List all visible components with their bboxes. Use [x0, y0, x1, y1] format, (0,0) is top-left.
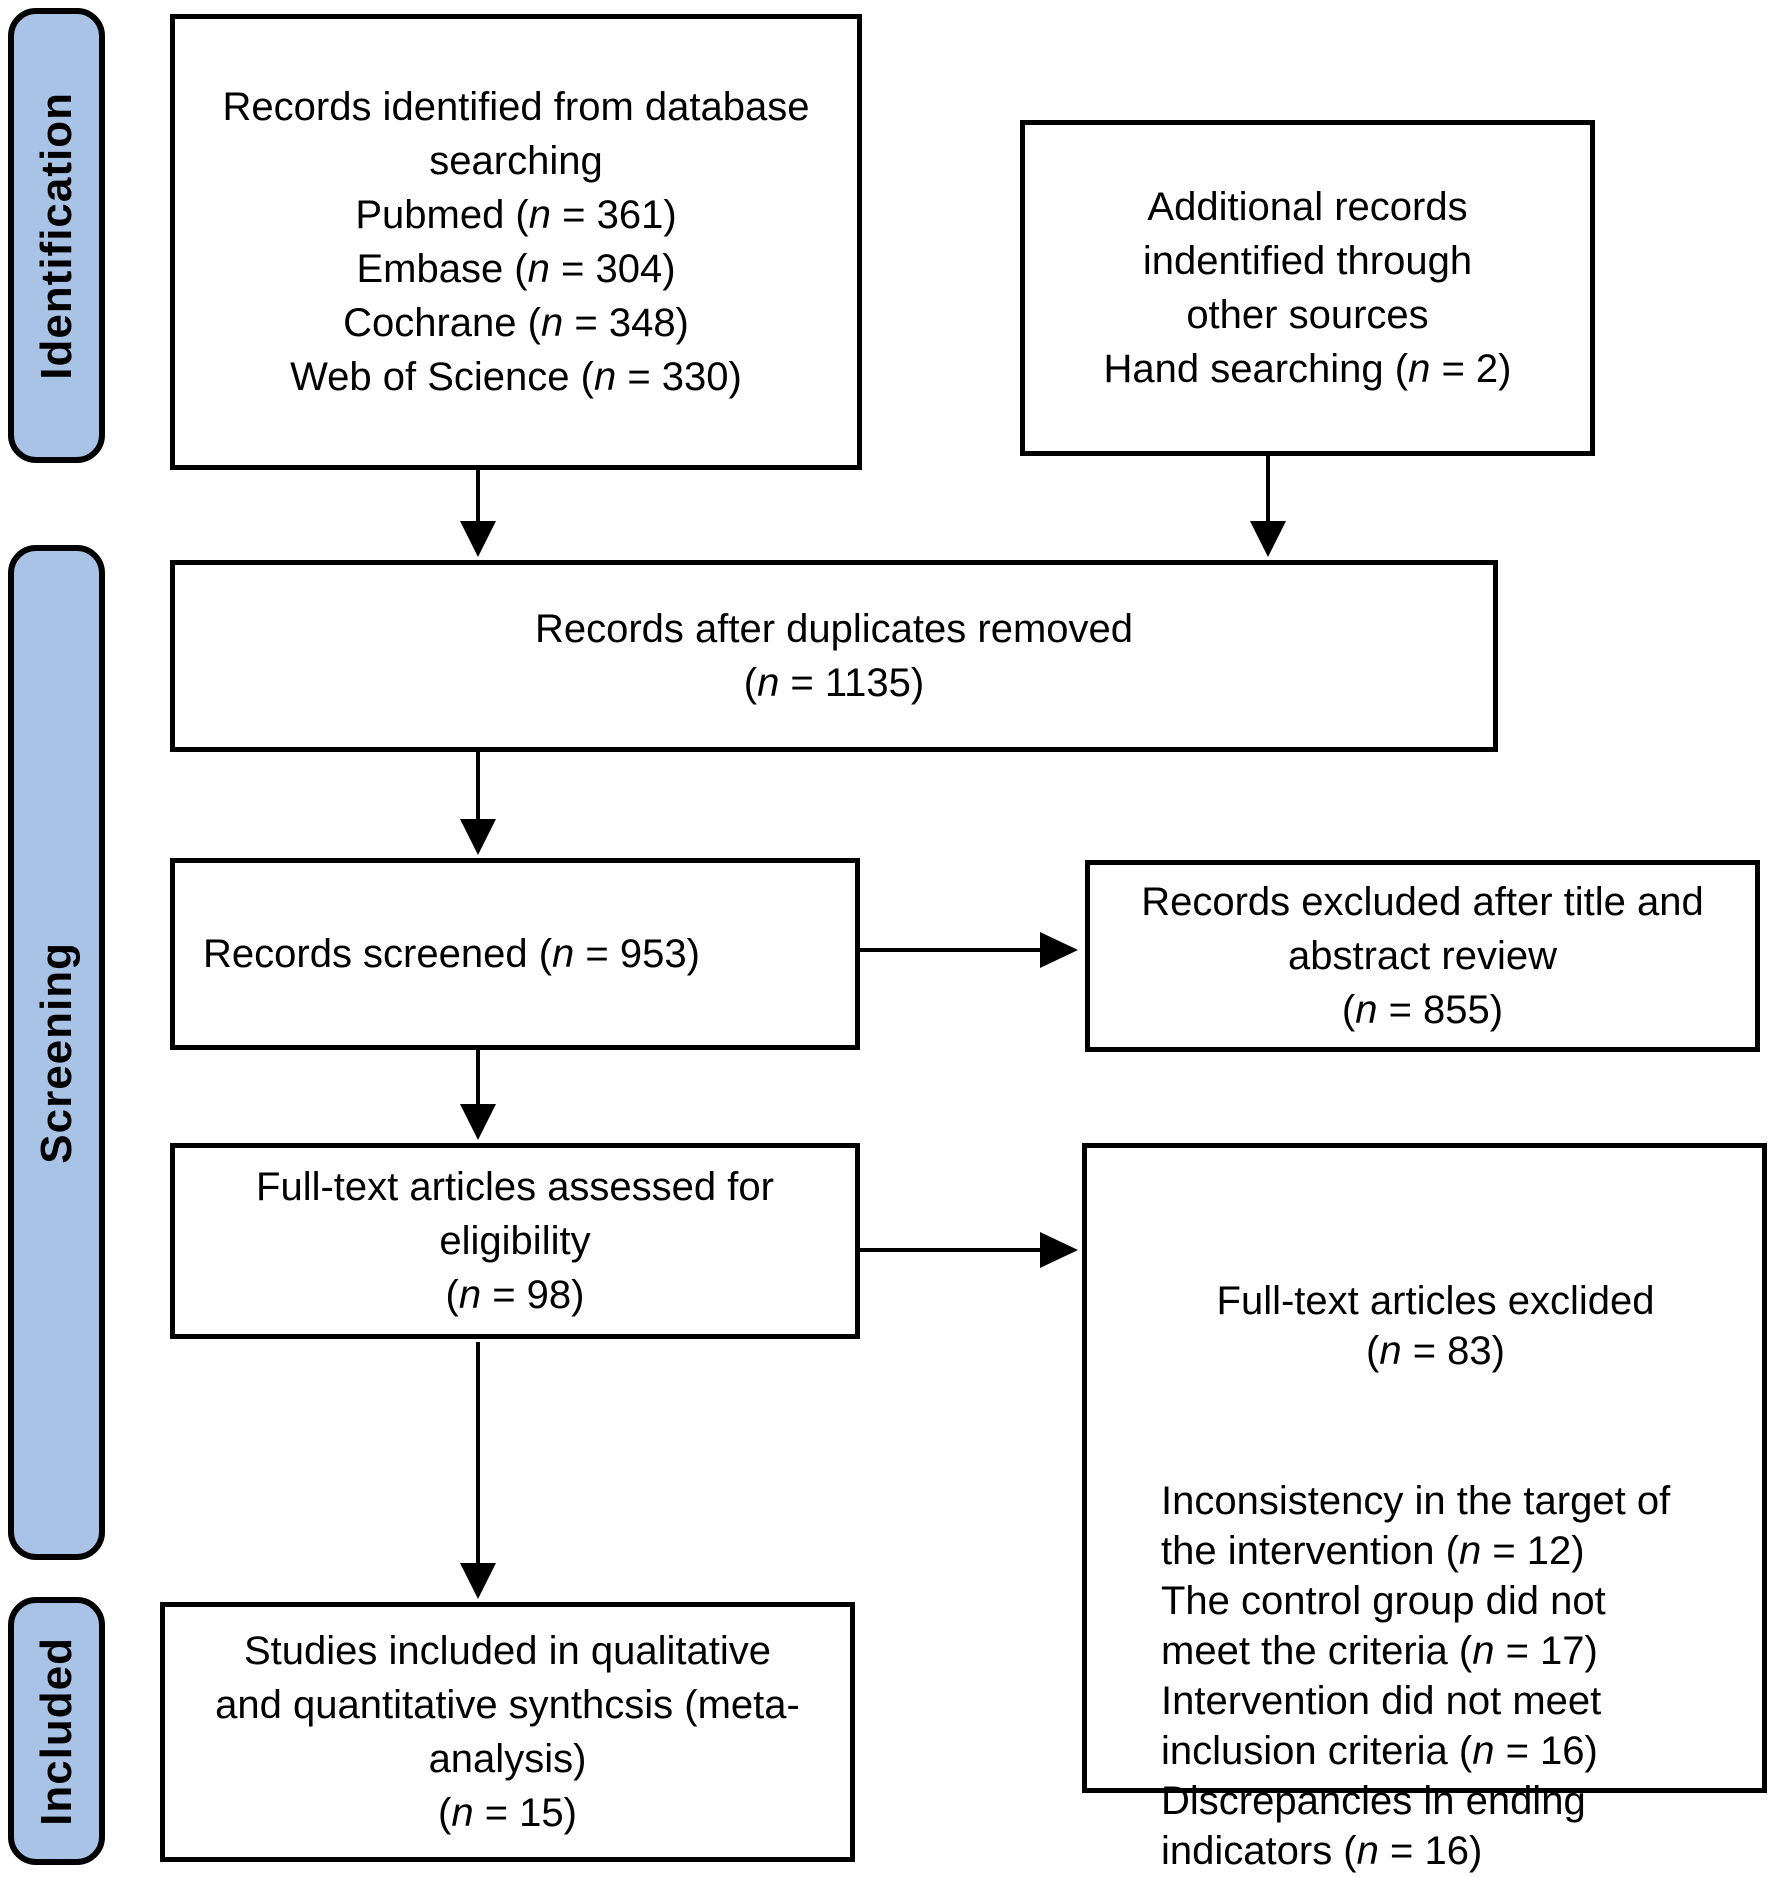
stage-label-included: Included	[8, 1597, 105, 1865]
stage-label-identification: Identification	[8, 8, 105, 463]
arrow-duplicates-to-screened	[460, 752, 496, 855]
arrow-identified-to-duplicates	[460, 470, 496, 557]
box-records-screened: Records screened (n = 953)	[170, 858, 860, 1050]
box-fulltext-excluded-reasons: Full-text articles exclided(n = 83) Inco…	[1082, 1143, 1767, 1873]
box-records-after-duplicates-removed: Records after duplicates removed(n = 113…	[170, 560, 1498, 752]
box-fulltext-excluded-heading: Full-text articles exclided(n = 83)	[1216, 1279, 1655, 1373]
arrow-fulltext-to-included	[460, 1342, 496, 1599]
arrow-additional-to-duplicates	[1250, 456, 1286, 557]
stage-label-screening: Screening	[8, 545, 105, 1560]
box-records-screened-text: Records screened (n = 953)	[203, 932, 700, 976]
box-duplicates-removed-text: Records after duplicates removed(n = 113…	[534, 607, 1134, 705]
stage-label-screening-text: Screening	[31, 941, 81, 1164]
stage-label-identification-text: Identification	[31, 91, 81, 380]
stage-label-included-text: Included	[31, 1636, 81, 1826]
arrow-screened-to-fulltext	[460, 1050, 496, 1140]
arrow-fulltext-to-excluded	[860, 1232, 1078, 1268]
arrow-screened-to-excluded	[860, 932, 1078, 968]
